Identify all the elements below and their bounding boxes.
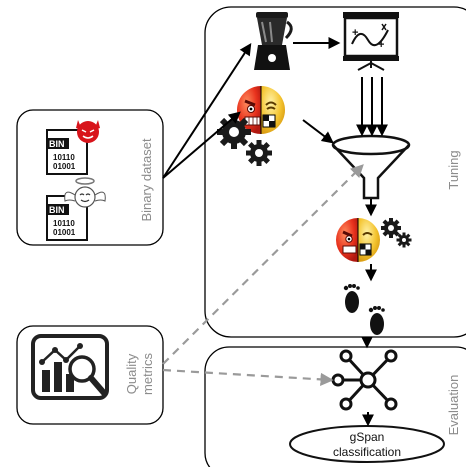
dashed-arrows xyxy=(162,164,364,386)
bin-line2-top: 01001 xyxy=(53,162,76,171)
bin-tag-top: BIN xyxy=(49,139,65,149)
gears-icon xyxy=(381,218,412,248)
quality-label-line1: Quality xyxy=(124,353,139,394)
svg-text:+: + xyxy=(378,39,384,51)
angel-face-icon xyxy=(64,177,106,208)
binary-dataset-label: Binary dataset xyxy=(139,138,154,221)
arrow-dataset-to-mask xyxy=(162,111,241,179)
quality-label-line2: metrics xyxy=(140,353,155,395)
bin-file-icon: BIN 10110 01001 xyxy=(46,129,88,175)
presentation-board-icon: + + xyxy=(343,12,399,71)
bin-line1-top: 10110 xyxy=(53,153,75,162)
bin-tag-bottom: BIN xyxy=(49,205,65,215)
evaluation-label: Evaluation xyxy=(446,375,461,436)
gspan-classification-node: gSpan classification xyxy=(289,425,445,463)
arrow-dataset-to-blender xyxy=(162,42,252,179)
classifier-line1: gSpan xyxy=(350,430,385,444)
dashed-arrow-metrics-to-graph xyxy=(162,368,334,386)
dashed-arrow-metrics-to-funnel xyxy=(162,164,364,365)
classifier-line2: classification xyxy=(333,445,401,459)
footprints-icon xyxy=(343,284,385,335)
bin-line1-bottom: 10110 xyxy=(53,219,75,228)
bin-line2-bottom: 01001 xyxy=(53,228,76,237)
blender-icon xyxy=(254,12,293,70)
two-face-mask-icon xyxy=(336,218,380,262)
arrow-mask-to-funnel xyxy=(302,119,334,144)
svg-text:+: + xyxy=(352,27,358,39)
chart-magnifier-icon xyxy=(31,334,109,400)
gears-icon xyxy=(217,115,272,166)
network-graph-icon xyxy=(331,349,398,411)
devil-face-icon xyxy=(76,120,100,143)
two-face-mask-icon xyxy=(237,86,285,134)
tuning-panel: Tuning xyxy=(204,6,466,338)
flow-arrows xyxy=(162,37,388,427)
tuning-label: Tuning xyxy=(446,150,461,189)
